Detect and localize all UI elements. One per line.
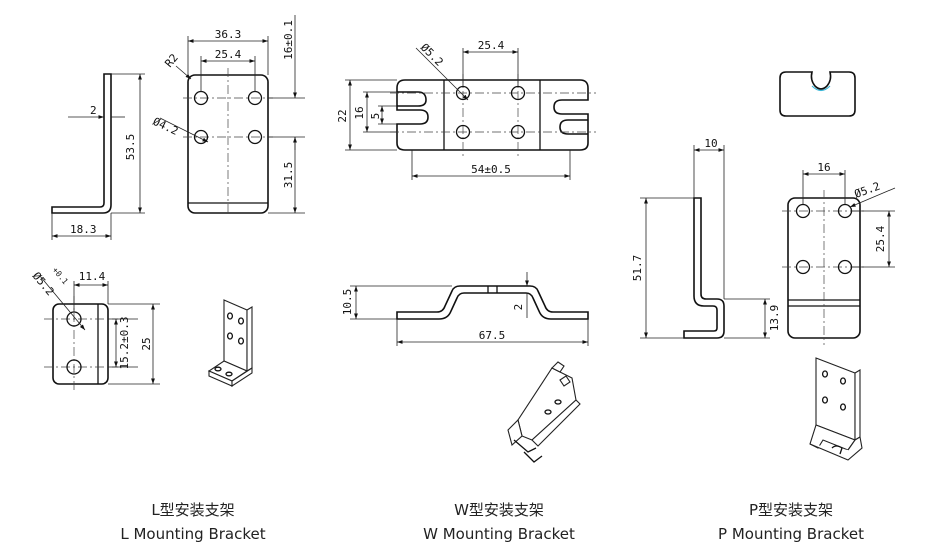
p-dim-lower-height: 13.9 [768, 305, 781, 332]
l-bracket-3d-image [207, 299, 253, 388]
p-dim-side-height: 51.7 [631, 255, 644, 282]
dim-radius: R2 [162, 51, 180, 70]
dim-plate-width: 36.3 [215, 28, 242, 41]
w-dim-thickness: 2 [512, 304, 525, 311]
dim-thickness: 2 [90, 104, 97, 117]
dim-hole-spacing: 25.4 [215, 48, 242, 61]
w-dim-slot: 5 [369, 113, 382, 120]
p-dim-hole-spacing: 16 [817, 161, 830, 174]
l-bracket-side-view [51, 73, 145, 240]
w-bracket-side-view [350, 272, 589, 346]
w-dim-hole-vertical: 16 [353, 106, 366, 119]
w-bracket-caption-zh: W型安装支架 [454, 501, 544, 519]
p-bracket-caption-en: P Mounting Bracket [718, 525, 864, 543]
dim-lower-height: 31.5 [282, 162, 295, 189]
p-bracket-3d-image [809, 357, 863, 461]
w-dim-length: 54±0.5 [471, 163, 511, 176]
w-bracket-caption-en: W Mounting Bracket [423, 525, 575, 543]
p-dim-side-width: 10 [704, 137, 717, 150]
dim-small-height: 25 [140, 337, 153, 350]
p-bracket-side-view [640, 145, 770, 339]
w-dim-hole-diameter: Ø5.2 [418, 41, 446, 69]
dim-tolerance: +0.1 [50, 266, 69, 287]
p-bracket-caption-zh: P型安装支架 [749, 501, 833, 519]
l-bracket-front-view [159, 15, 305, 215]
p-dim-hole-diameter: Ø5.2 [853, 180, 882, 201]
p-bracket-front-view [782, 170, 896, 345]
dim-hole-diameter: Ø4.2 [151, 115, 181, 138]
l-bracket-caption-zh: L型安装支架 [151, 501, 234, 519]
dim-small-hole-offset: 11.4 [79, 270, 106, 283]
p-dim-hole-vertical: 25.4 [874, 225, 887, 252]
dim-hole-vertical: 16±0.1 [282, 20, 295, 60]
w-dim-side-length: 67.5 [479, 329, 506, 342]
w-dim-width: 22 [336, 109, 349, 122]
w-dim-side-height: 10.5 [341, 289, 354, 316]
w-dim-hole-spacing: 25.4 [478, 39, 505, 52]
l-bracket-caption-en: L Mounting Bracket [120, 525, 265, 543]
dim-height: 53.5 [124, 134, 137, 161]
dim-small-spacing: 15.2±0.3 [118, 317, 131, 370]
p-bracket-end-view [779, 71, 856, 117]
dim-base-width: 18.3 [70, 223, 97, 236]
w-bracket-3d-image [507, 361, 581, 463]
l-bracket-small-view [39, 275, 160, 392]
w-bracket-top-view [345, 47, 596, 180]
